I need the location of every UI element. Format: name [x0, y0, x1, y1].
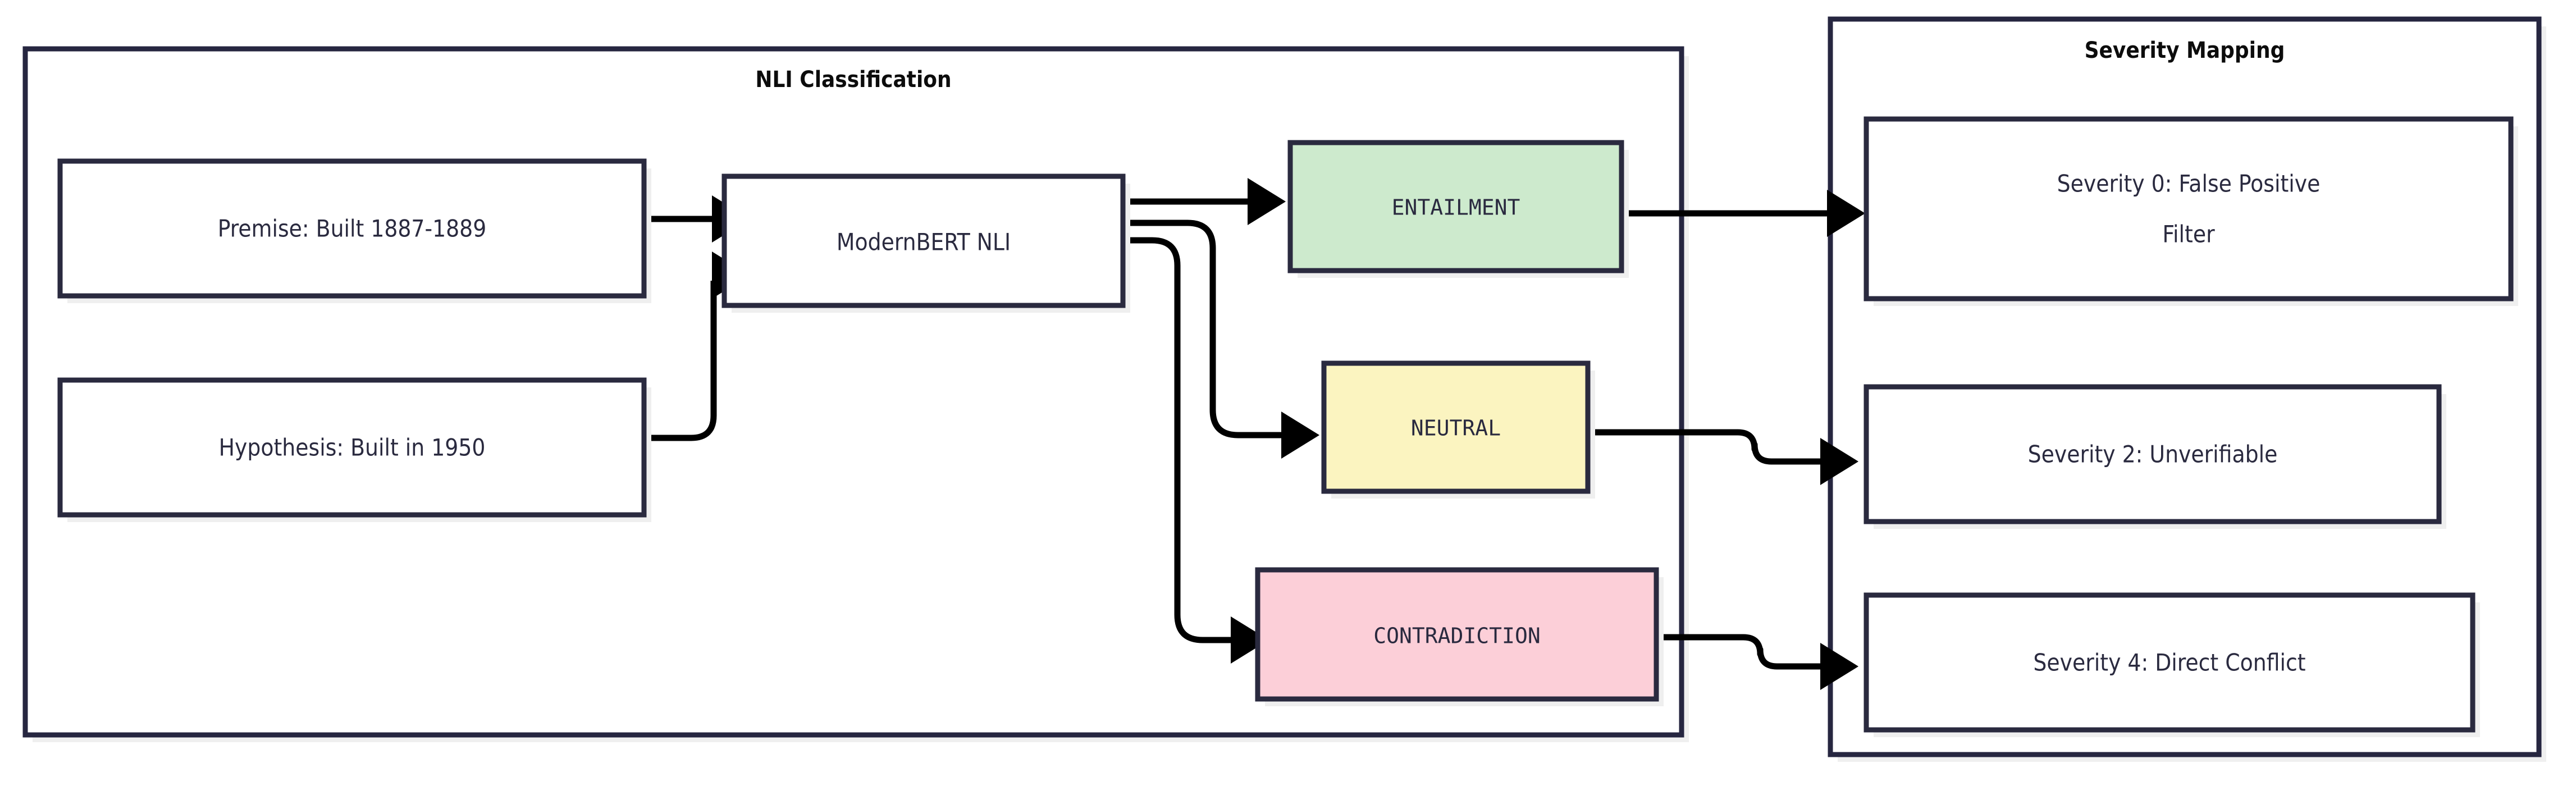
edge-model-entailment-arrowhead — [1248, 178, 1286, 225]
node-hypothesis-label: Hypothesis: Built in 1950 — [219, 434, 486, 461]
edge-model-to-neutral — [1127, 220, 1319, 459]
node-premise[interactable]: Premise: Built 1887-1889 — [57, 158, 651, 303]
edge-contradiction-severity4-line — [1645, 634, 1825, 670]
edge-neutral-severity2-arrowhead — [1820, 438, 1858, 485]
node-severity0[interactable]: Severity 0: False Positive Filter — [1864, 116, 2518, 306]
edge-hypothesis-model-line — [647, 281, 717, 441]
edge-model-contradiction-arrowhead — [1231, 616, 1269, 664]
node-neutral[interactable]: NEUTRAL — [1321, 360, 1595, 499]
node-entailment-label: ENTAILMENT — [1392, 195, 1520, 220]
node-premise-box[interactable] — [57, 158, 647, 299]
node-modernbert-nli[interactable]: ModernBERT NLI — [721, 173, 1130, 313]
node-entailment[interactable]: ENTAILMENT — [1287, 140, 1629, 278]
node-severity0-label-line1: Severity 0: False Positive — [2057, 170, 2321, 198]
edge-contradiction-to-severity4 — [1645, 634, 1858, 690]
cluster-nli-title: NLI Classification — [755, 67, 951, 93]
node-severity4-label: Severity 4: Direct Conflict — [2033, 649, 2305, 677]
node-premise-label: Premise: Built 1887-1889 — [218, 215, 487, 243]
node-severity0-label-line2: Filter — [2162, 221, 2215, 248]
node-contradiction[interactable]: CONTRADICTION — [1255, 567, 1664, 706]
node-neutral-label: NEUTRAL — [1411, 416, 1501, 441]
edge-model-to-entailment — [1127, 178, 1286, 225]
node-model-box[interactable] — [721, 173, 1126, 308]
node-severity2[interactable]: Severity 2: Unverifiable — [1864, 384, 2446, 529]
edge-neutral-severity2-line — [1582, 429, 1825, 465]
edge-model-neutral-line — [1127, 220, 1286, 438]
edge-neutral-to-severity2 — [1582, 429, 1858, 485]
node-model-label: ModernBERT NLI — [837, 229, 1011, 256]
edge-contradiction-severity4-arrowhead — [1820, 643, 1858, 690]
node-contradiction-label: CONTRADICTION — [1373, 624, 1540, 648]
edge-model-to-contradiction — [1127, 237, 1269, 664]
node-hypothesis[interactable]: Hypothesis: Built in 1950 — [57, 377, 651, 522]
node-severity2-box[interactable] — [1864, 384, 2442, 524]
edge-model-neutral-arrowhead — [1281, 412, 1319, 459]
cluster-severity-title: Severity Mapping — [2085, 38, 2285, 63]
node-severity0-box[interactable] — [1864, 116, 2514, 301]
node-hypothesis-box[interactable] — [57, 377, 647, 518]
node-entailment-box[interactable] — [1287, 140, 1624, 273]
node-contradiction-box[interactable] — [1255, 567, 1659, 702]
node-severity2-label: Severity 2: Unverifiable — [2028, 441, 2278, 468]
edge-model-contradiction-line — [1127, 237, 1235, 643]
node-severity4-box[interactable] — [1864, 592, 2475, 733]
edge-entailment-to-severity0 — [1610, 190, 1865, 237]
node-severity4[interactable]: Severity 4: Direct Conflict — [1864, 592, 2480, 737]
node-neutral-box[interactable] — [1321, 360, 1591, 494]
edge-entailment-severity0-arrowhead — [1827, 190, 1865, 237]
